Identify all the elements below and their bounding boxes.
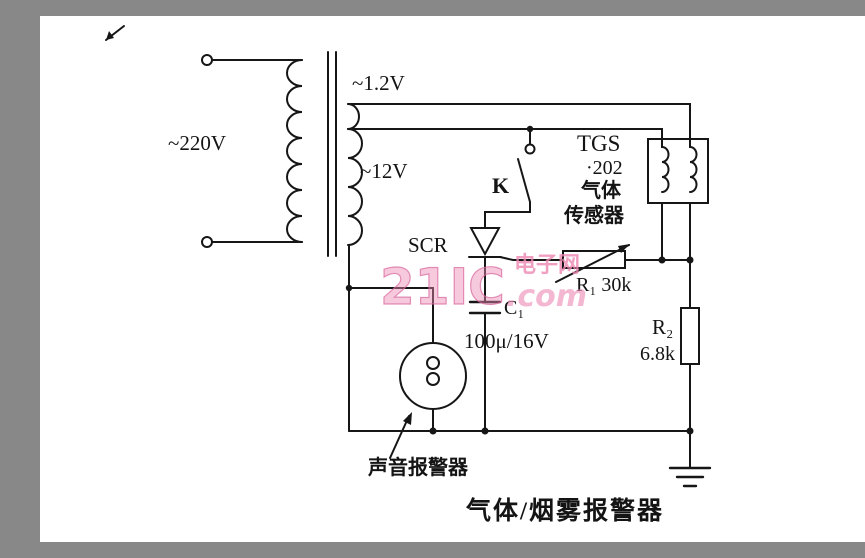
watermark: 21IC 电子网 .com <box>379 253 587 317</box>
sensor-model-line1: TGS <box>577 131 620 156</box>
primary-coil <box>286 59 303 243</box>
speaker-contact-bottom <box>426 372 440 386</box>
speaker-alarm: 声音报警器 <box>367 342 469 479</box>
alarm-label: 声音报警器 <box>367 455 469 479</box>
sensor-body <box>647 138 709 204</box>
sensor-type-line2: 传感器 <box>563 203 625 227</box>
speaker-feed-wire <box>348 287 434 344</box>
scr-thyristor: SCR <box>408 227 564 303</box>
heater-rail-second <box>347 128 663 140</box>
primary-terminal-top <box>201 54 213 66</box>
scr-triangle <box>469 227 501 257</box>
stray-arrow-mark <box>105 25 125 41</box>
ground-symbol <box>668 430 712 488</box>
watermark-domain: .com <box>506 279 587 314</box>
alarm-pointer-arrow <box>389 415 410 459</box>
gas-sensor-tgs202: TGS ·202 气体 传感器 <box>563 131 709 227</box>
sensor-element-right <box>689 138 698 193</box>
primary-voltage-label: ~220V <box>168 131 226 155</box>
switch-terminal <box>524 143 536 155</box>
switch-k: K <box>484 128 536 229</box>
cap-label: C₁ <box>504 297 524 319</box>
scr-gate-wire <box>499 256 564 261</box>
secondary-coil-heater <box>347 103 360 130</box>
switch-blade <box>517 158 531 203</box>
r2-value: 6.8k <box>640 343 675 365</box>
potentiometer-r1: R₁ 30k <box>555 244 631 296</box>
sensor-type-line1: 气体 <box>580 178 622 202</box>
speaker-contact-top <box>426 356 440 370</box>
diagram-caption: 气体/烟雾报警器 <box>465 496 664 525</box>
watermark-site-name: 电子网 <box>514 253 580 278</box>
circuit-diagram: ~220V ~1.2V ~12V K SCR C₁ 100μ/16V <box>40 16 865 542</box>
switch-label: K <box>492 173 509 198</box>
transformer: ~220V ~1.2V ~12V <box>168 51 408 257</box>
scr-label: SCR <box>408 233 448 257</box>
r2-body <box>680 307 700 365</box>
junction-dots <box>345 125 694 435</box>
sensor-element-left <box>661 138 670 193</box>
capacitor-c1: C₁ 100μ/16V <box>464 297 549 432</box>
pot-arrow <box>555 244 630 283</box>
heater-rail-top <box>347 103 691 140</box>
wiring <box>347 103 691 432</box>
watermark-brand: 21IC <box>380 258 505 316</box>
secondary-coil-main <box>347 128 363 246</box>
r2-label: R₂ <box>652 315 673 339</box>
sensor-model-line2: ·202 <box>586 157 623 179</box>
cap-value: 100μ/16V <box>464 329 549 353</box>
pot-label: R₁ 30k <box>576 274 631 296</box>
resistor-r2: R₂ 6.8k <box>640 307 700 432</box>
secondary-voltage-label: ~12V <box>360 159 408 183</box>
primary-terminal-bottom <box>201 236 213 248</box>
heater-voltage-label: ~1.2V <box>352 71 405 95</box>
